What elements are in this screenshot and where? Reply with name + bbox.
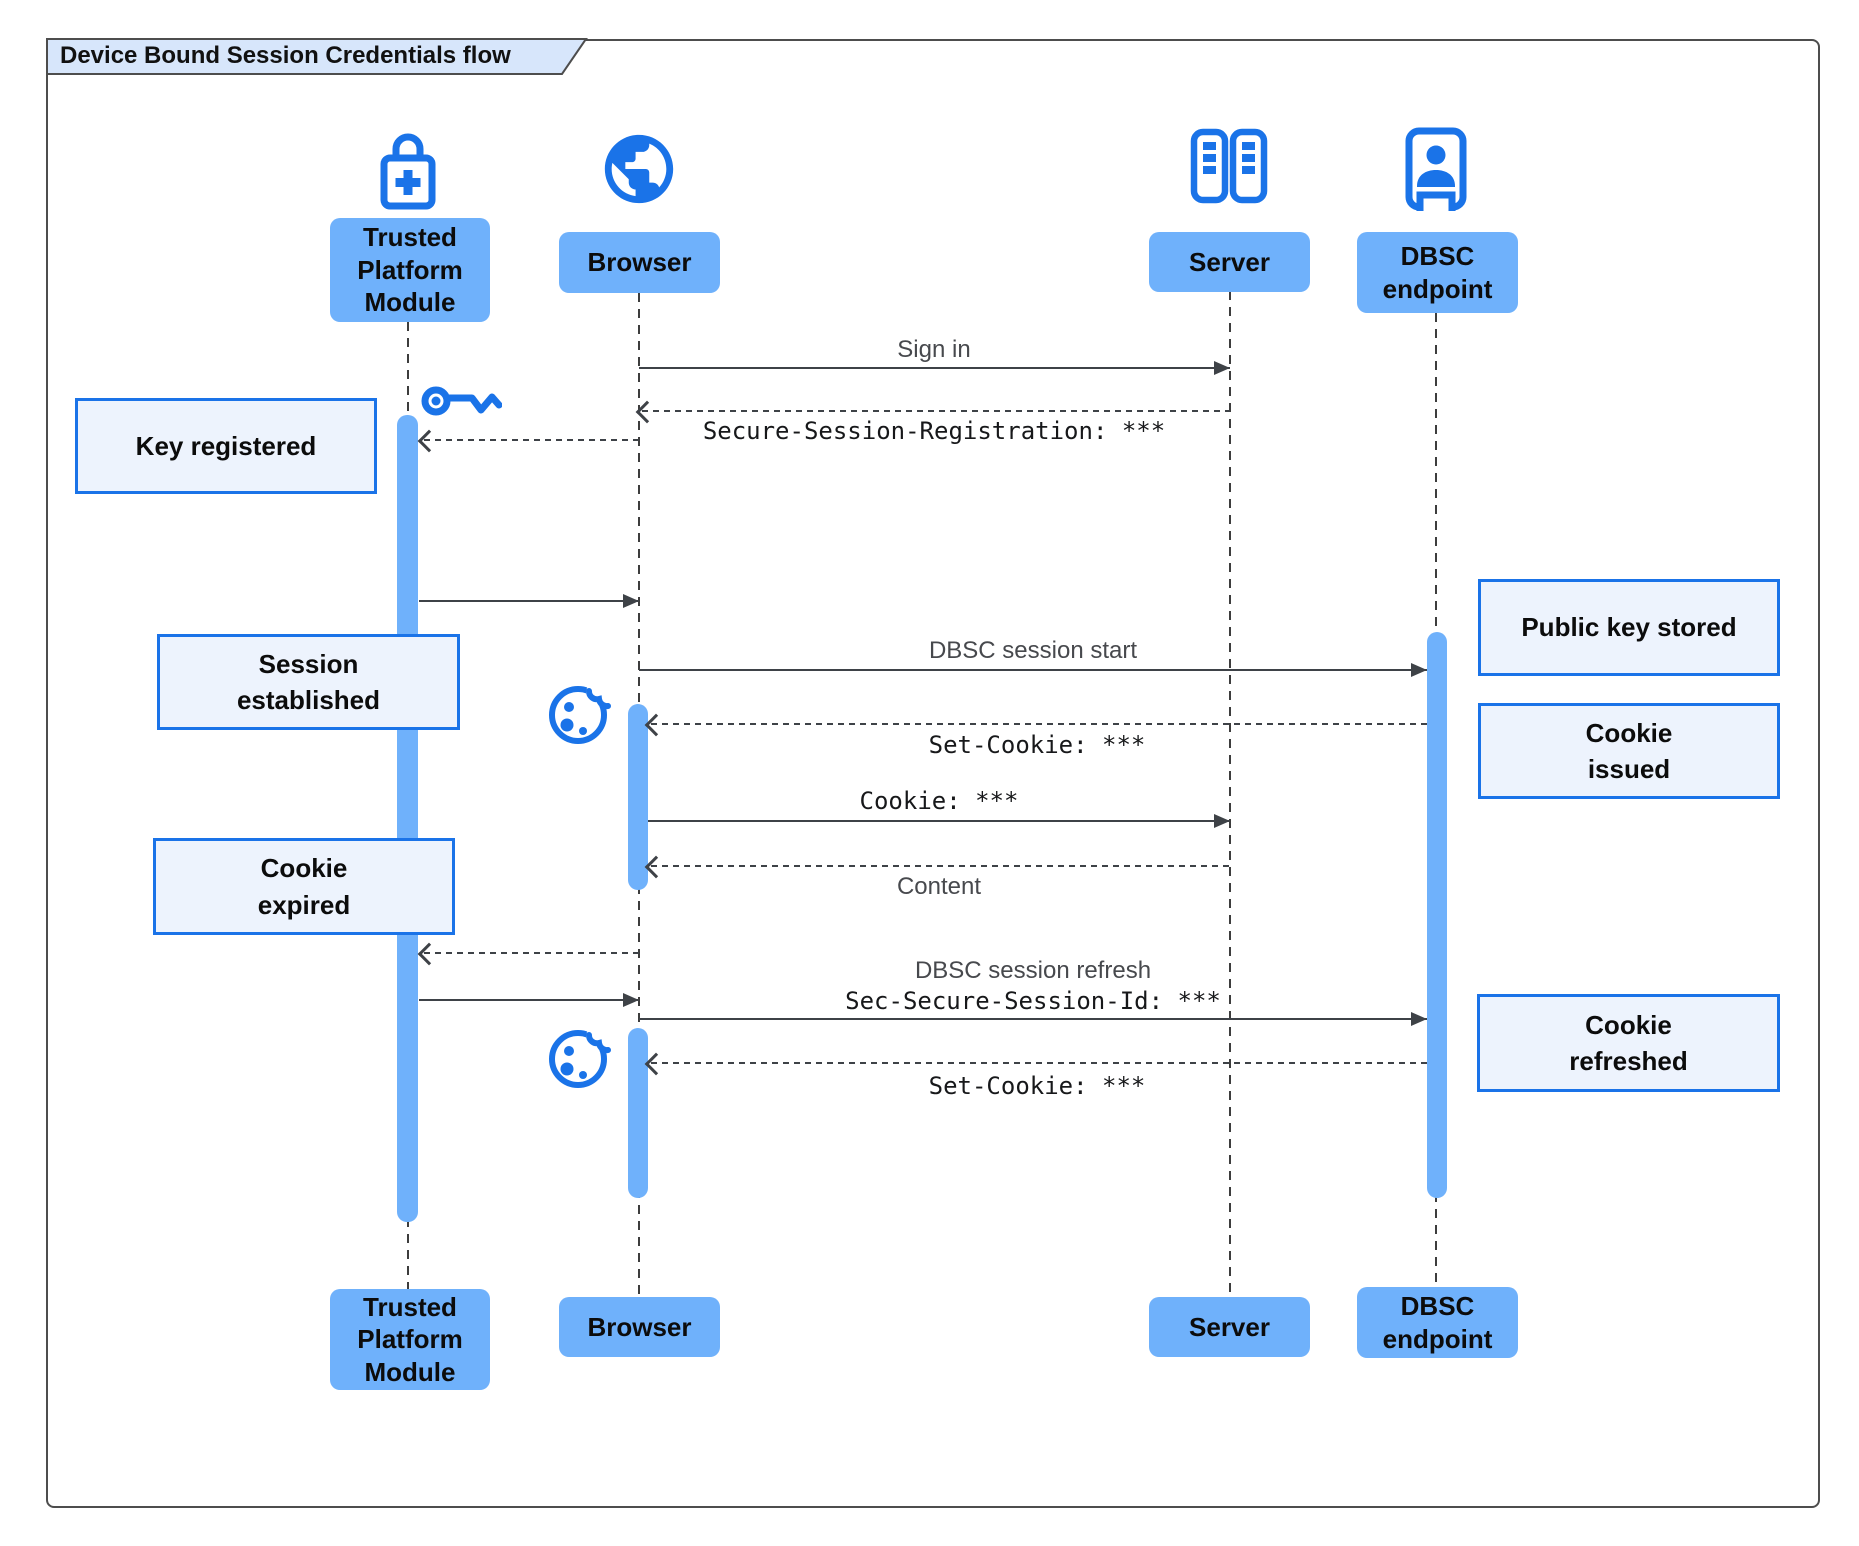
note-session-established: Session established (157, 634, 460, 730)
cookie-icon (549, 1024, 612, 1088)
key-icon (421, 386, 502, 416)
participant-label: DBSC endpoint (1382, 1291, 1493, 1354)
label-sign-in: Sign in (897, 336, 971, 363)
participant-label: Server (1189, 246, 1270, 277)
note-label: Public key stored (1521, 612, 1737, 643)
note-public-key-stored: Public key stored (1478, 579, 1780, 676)
arrow-dbsc-session-start (639, 669, 1427, 671)
arrowhead-icon (1411, 663, 1427, 677)
participant-browser-top: Browser (559, 232, 720, 293)
participant-server-bottom: Server (1149, 1297, 1310, 1357)
server-lifeline (1229, 291, 1231, 1297)
arrow-key-to-tpm (424, 439, 639, 441)
participant-label: Trusted Platform Module (357, 1291, 463, 1387)
label-sec-secure-session-id: Sec-Secure-Session-Id: *** (845, 987, 1221, 1015)
participant-tpm-bottom: Trusted Platform Module (330, 1289, 490, 1390)
booth-person-icon (1405, 127, 1467, 212)
arrow-content (651, 865, 1230, 867)
participant-dbsc-bottom: DBSC endpoint (1357, 1287, 1518, 1358)
arrow-dbsc-session-refresh (639, 1018, 1427, 1020)
note-label: Cookie refreshed (1569, 1009, 1688, 1076)
arrow-tpm-to-browser-2 (419, 999, 639, 1001)
arrow-expired-to-tpm (424, 952, 639, 954)
participant-label: Browser (587, 1311, 692, 1342)
participant-label: DBSC endpoint (1382, 241, 1493, 304)
label-set-cookie-2: Set-Cookie: *** (928, 1072, 1146, 1100)
label-dbsc-session-start: DBSC session start (928, 637, 1138, 664)
arrow-tpm-to-browser-1 (419, 600, 639, 602)
label-content: Content (896, 873, 982, 900)
browser-activation-2 (628, 1028, 648, 1198)
arrowhead-icon (1411, 1012, 1427, 1026)
note-label: Key registered (135, 430, 317, 461)
note-label: Cookie issued (1585, 717, 1673, 784)
note-key-registered: Key registered (75, 398, 377, 494)
arrowhead-icon (623, 594, 639, 608)
tpm-activation (397, 415, 418, 1222)
arrowhead-icon (623, 993, 639, 1007)
participant-server-top: Server (1149, 232, 1310, 292)
participant-label: Server (1189, 1311, 1270, 1342)
arrow-cookie (648, 820, 1230, 822)
note-cookie-expired: Cookie expired (153, 838, 455, 935)
note-label: Cookie expired (257, 853, 351, 920)
label-set-cookie-1: Set-Cookie: *** (928, 731, 1146, 759)
note-cookie-refreshed: Cookie refreshed (1477, 994, 1780, 1092)
arrow-set-cookie-2 (651, 1062, 1427, 1064)
label-secure-session-registration: Secure-Session-Registration: *** (702, 417, 1166, 445)
globe-icon (604, 134, 674, 204)
browser-activation-1 (628, 704, 648, 890)
arrowhead-icon (1214, 814, 1230, 828)
cookie-icon (549, 680, 612, 744)
participant-browser-bottom: Browser (559, 1297, 720, 1357)
note-cookie-issued: Cookie issued (1478, 703, 1780, 799)
lock-plus-icon (380, 133, 436, 210)
participant-label: Browser (587, 247, 692, 278)
arrow-secure-session-registration (642, 410, 1230, 412)
participant-label: Trusted Platform Module (357, 222, 463, 318)
arrow-sign-in (639, 367, 1230, 369)
participant-tpm-top: Trusted Platform Module (330, 218, 490, 322)
participant-dbsc-top: DBSC endpoint (1357, 232, 1518, 313)
server-rack-icon (1190, 128, 1268, 204)
arrowhead-icon (1214, 361, 1230, 375)
arrow-set-cookie-1 (651, 723, 1427, 725)
title-tab-shape (46, 38, 588, 75)
label-dbsc-session-refresh: DBSC session refresh (914, 957, 1152, 984)
note-label: Session established (236, 648, 381, 715)
label-cookie: Cookie: *** (859, 787, 1019, 815)
diagram-title: Device Bound Session Credentials flow (60, 42, 511, 69)
dbsc-activation (1427, 632, 1447, 1198)
